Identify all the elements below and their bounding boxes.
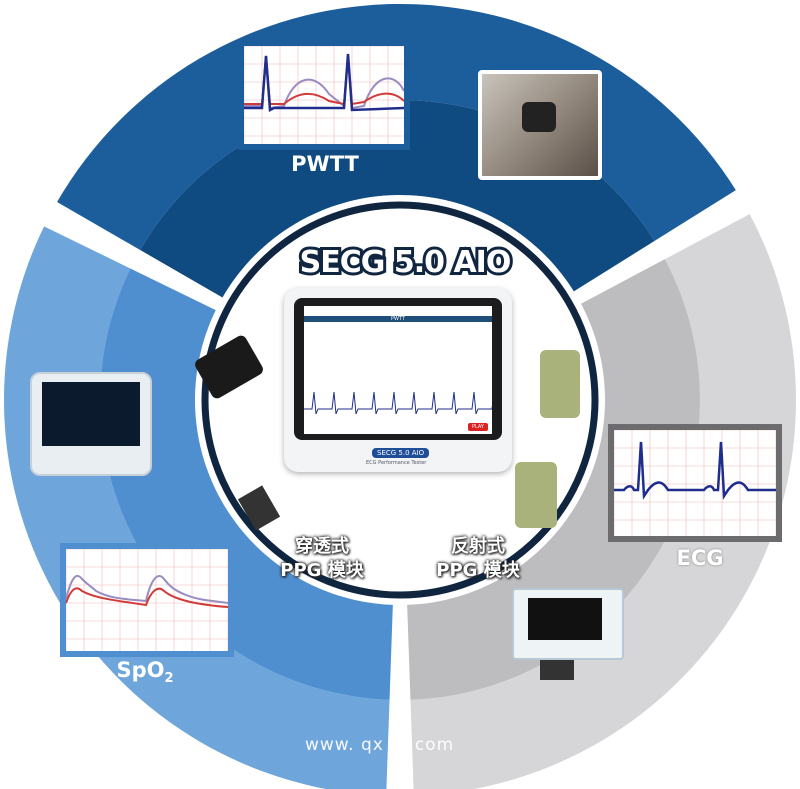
transmissive-line2: PPG 模块 bbox=[280, 560, 364, 581]
watch-face bbox=[522, 102, 556, 132]
spo2-label-main: SpO bbox=[116, 658, 165, 682]
patient-monitor-screen bbox=[42, 382, 140, 446]
transmissive-ppg-label: 穿透式 PPG 模块 bbox=[272, 535, 372, 583]
tablet-ecg-strip bbox=[304, 391, 492, 415]
ecg-monitor-photo bbox=[512, 588, 624, 660]
ecg-waveform-card bbox=[608, 424, 782, 542]
spo2-waveform-card bbox=[60, 543, 234, 657]
spo2-waveform bbox=[66, 549, 228, 651]
watermark: www. qx 8. com bbox=[305, 735, 455, 755]
center-ring bbox=[201, 201, 599, 599]
reflective-line1: 反射式 bbox=[451, 536, 505, 557]
reflective-ppg-label: 反射式 PPG 模块 bbox=[428, 535, 528, 583]
panel-title: PWTT bbox=[304, 316, 492, 322]
tablet-bezel: PWTT PLAY bbox=[294, 298, 502, 440]
patient-monitor-photo bbox=[30, 372, 152, 476]
ecg-label: ECG bbox=[676, 546, 724, 570]
pwtt-label: PWTT bbox=[291, 152, 359, 176]
spo2-label: SpO2 bbox=[100, 658, 190, 686]
reflective-ppg-module-2 bbox=[515, 462, 557, 528]
transmissive-line1: 穿透式 bbox=[295, 536, 349, 557]
spo2-label-sub: 2 bbox=[164, 671, 174, 687]
monitor-screen bbox=[528, 598, 602, 640]
reflective-line2: PPG 模块 bbox=[436, 560, 520, 581]
play-button[interactable]: PLAY bbox=[467, 423, 488, 431]
segment-pwtt-outer bbox=[57, 4, 736, 251]
pwtt-waveform-card bbox=[238, 40, 410, 150]
reflective-ppg-module-1 bbox=[540, 350, 580, 418]
product-title: SECG 5.0 AIO bbox=[297, 242, 515, 283]
device-badge: SECG 5.0 AIO bbox=[372, 448, 430, 458]
ecg-waveform bbox=[614, 430, 776, 536]
monitor-stand bbox=[540, 660, 574, 680]
device-subtitle: ECG Performance Tester bbox=[366, 460, 427, 466]
segment-ecg-outer bbox=[410, 214, 796, 789]
segment-ecg-inner bbox=[407, 259, 701, 700]
smartwatch-photo bbox=[478, 70, 602, 180]
pwtt-waveform bbox=[244, 46, 404, 144]
tablet-device: PWTT PLAY SECG 5.0 AIO ECG Performance T… bbox=[284, 288, 512, 472]
tablet-screen: PWTT PLAY bbox=[304, 306, 492, 434]
